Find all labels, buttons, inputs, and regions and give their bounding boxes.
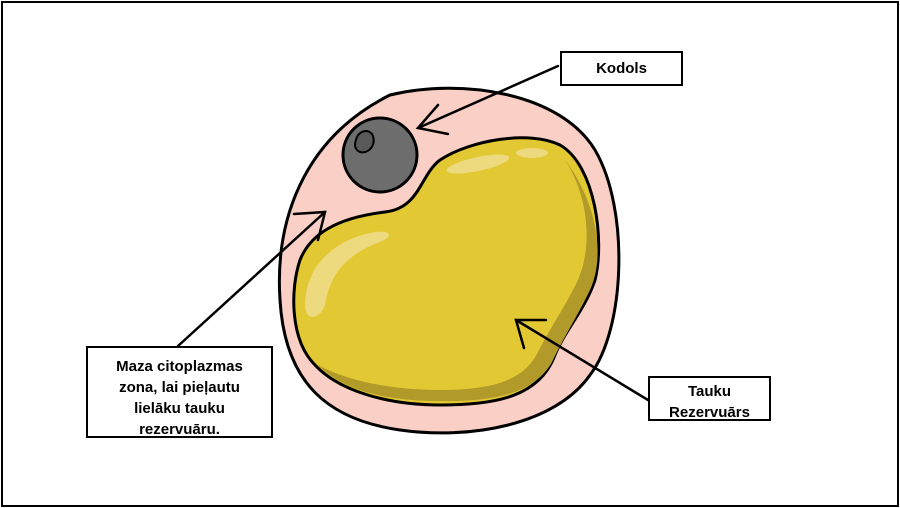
label-cytoplasm: Maza citoplazmas zona, lai pieļautu liel… [86,346,273,438]
arrow-to-nucleus [415,64,560,136]
fat-droplet-highlight-small [516,148,548,158]
nucleus [341,116,419,194]
arrow-to-cytoplasm [176,210,327,348]
nucleus-nucleolus [354,130,375,154]
fat-droplet-shadow [318,160,598,402]
label-fat-reservoir: Tauku Rezervuārs [648,376,771,421]
arrow-to-fat-reservoir [514,318,650,402]
fat-droplet-highlight-top [446,154,510,174]
fat-droplet-highlight-left [305,231,390,318]
label-nucleus: Kodols [560,51,683,86]
